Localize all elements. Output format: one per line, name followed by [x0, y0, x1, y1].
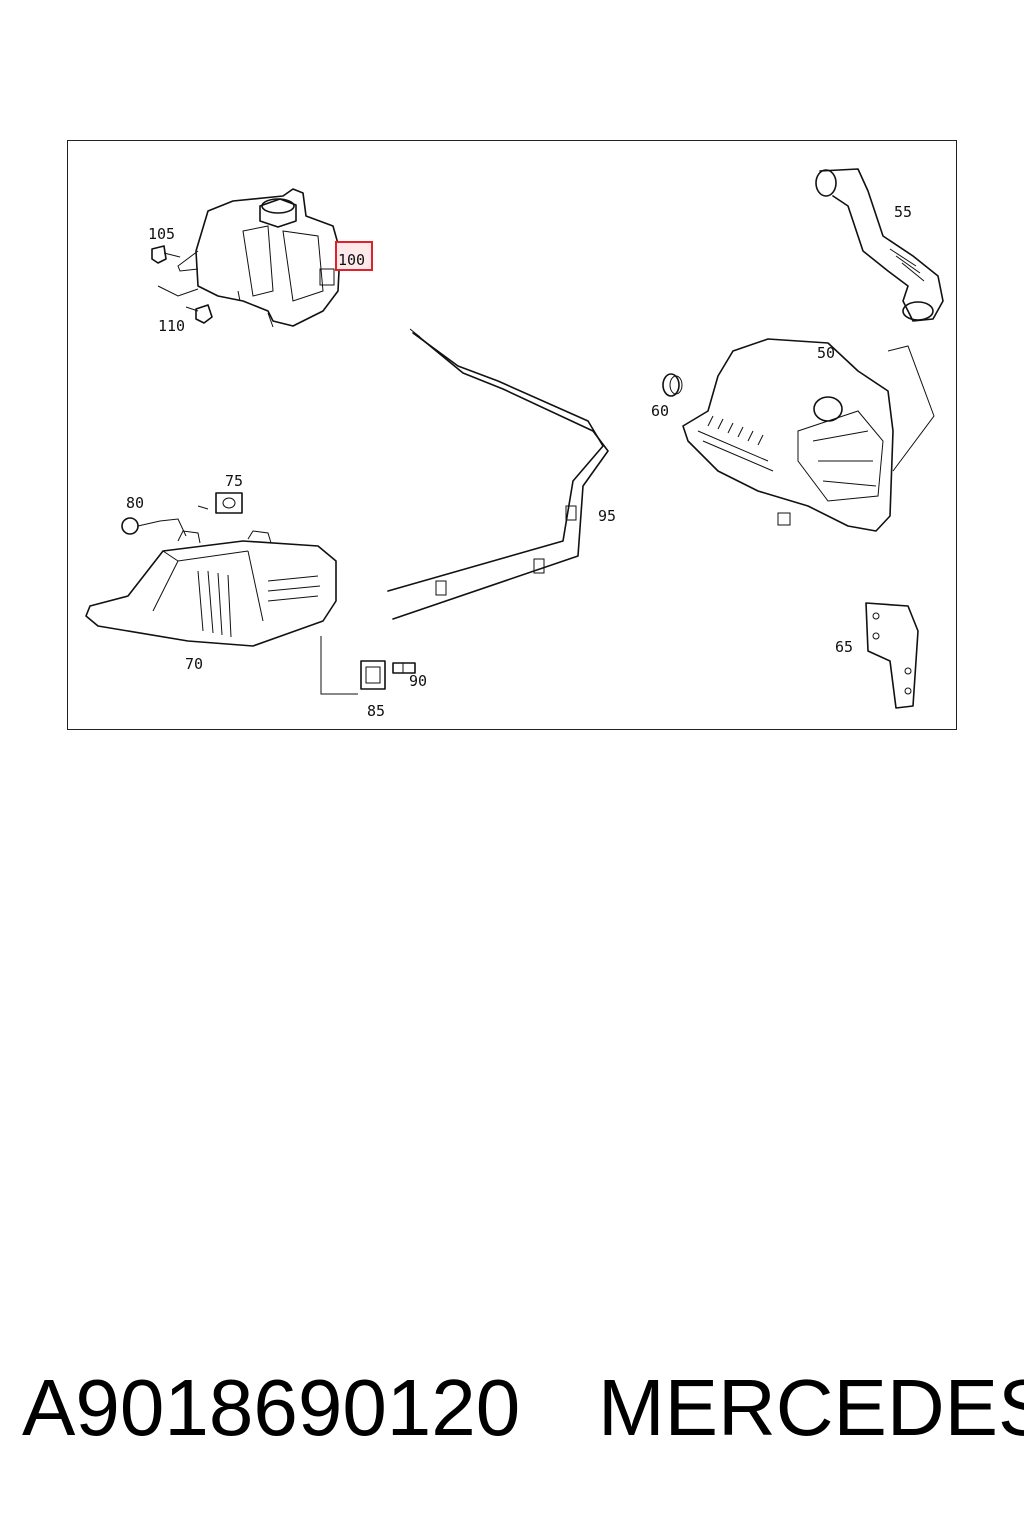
brand-text: MERCEDES	[598, 1363, 1024, 1452]
highlight-box-100	[335, 241, 373, 271]
callout-85[interactable]: 85	[367, 702, 385, 720]
parts-diagram: 100 105 110 55 50 60 75 80 95 70 65 90 8…	[85, 168, 944, 720]
callout-105[interactable]: 105	[148, 225, 175, 243]
bolt-80-part[interactable]	[121, 517, 161, 535]
callout-90[interactable]: 90	[409, 672, 427, 690]
leader-line-55	[887, 345, 935, 472]
grommet-60-part[interactable]	[662, 373, 683, 397]
parts-diagram-frame: 100 105 110 55 50 60 75 80 95 70 65 90 8…	[67, 140, 957, 730]
air-filter-housing-50-part[interactable]	[682, 338, 894, 532]
screw-110-part[interactable]	[185, 304, 213, 324]
callout-50[interactable]: 50	[817, 344, 835, 362]
screw-105-part[interactable]	[151, 245, 181, 264]
callout-110[interactable]: 110	[158, 317, 185, 335]
leader-line-105-110	[157, 285, 199, 297]
hose-55-part[interactable]	[815, 168, 944, 322]
callout-100[interactable]: 100	[338, 251, 365, 269]
bracket-65-part[interactable]	[865, 602, 919, 709]
gasket-75-part[interactable]	[215, 492, 243, 514]
headlamp-70-part[interactable]	[85, 530, 337, 647]
callout-70[interactable]: 70	[185, 655, 203, 673]
callout-75[interactable]: 75	[225, 472, 243, 490]
washer-reservoir-part[interactable]	[177, 188, 341, 328]
leader-line-75-80	[159, 505, 209, 537]
callout-95[interactable]: 95	[598, 507, 616, 525]
leader-line-85	[320, 636, 358, 695]
callout-65[interactable]: 65	[835, 638, 853, 656]
callout-60[interactable]: 60	[651, 402, 669, 420]
terminal-90-part[interactable]	[392, 662, 416, 674]
part-number-text: A9018690120	[22, 1363, 521, 1452]
callout-55[interactable]: 55	[894, 203, 912, 221]
callout-80[interactable]: 80	[126, 494, 144, 512]
pipes-95-part[interactable]	[387, 328, 609, 620]
connector-85-part[interactable]	[360, 660, 386, 690]
